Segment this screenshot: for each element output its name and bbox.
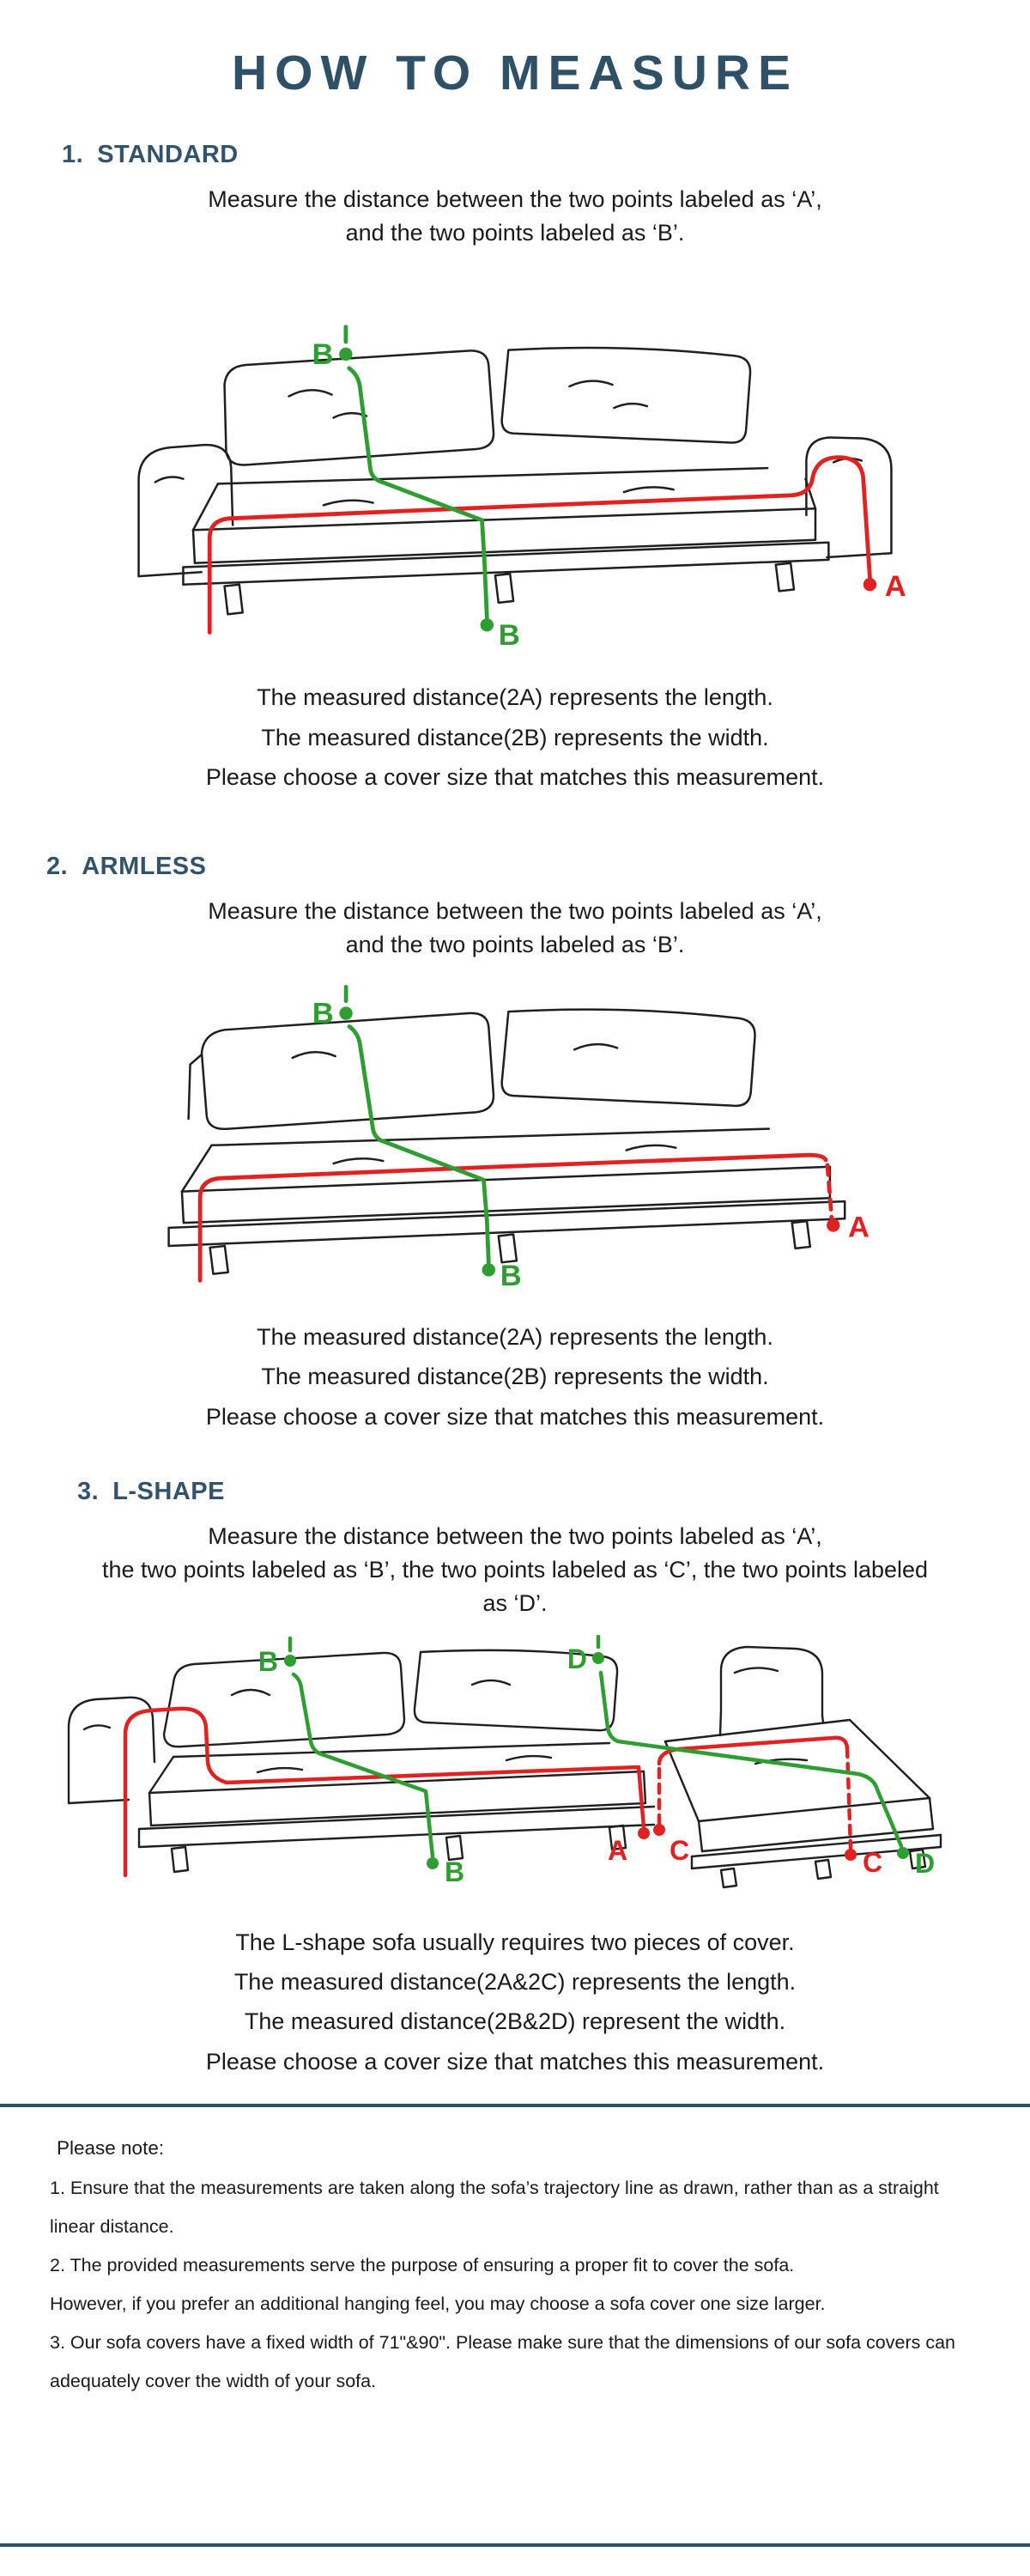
label-a: A: [885, 570, 906, 603]
label-c-start: C: [670, 1835, 689, 1866]
label-b-top: B: [312, 338, 333, 371]
section-armless-number: 2.: [46, 852, 69, 880]
armless-sofa-diagram: A B B: [0, 974, 1030, 1292]
section-armless-intro: Measure the distance between the two poi…: [0, 895, 1030, 962]
note-line: linear distance.: [50, 2215, 174, 2237]
measure-point-b-bottom: [482, 1263, 495, 1277]
measure-point-a: [863, 578, 877, 592]
notes-heading: Please note:: [57, 2137, 165, 2160]
label-b-bottom: B: [445, 1856, 464, 1887]
section-armless-results: The measured distance(2A) represents the…: [0, 1317, 1030, 1437]
section-armless: 2. ARMLESS Measure the distance between …: [0, 853, 1030, 1437]
label-b-top: B: [312, 998, 334, 1030]
result-line: The measured distance(2A) represents the…: [257, 684, 773, 711]
measure-point-d-top: [592, 1651, 604, 1664]
result-line: Please choose a cover size that matches …: [205, 764, 825, 791]
green-measure-line-b: [288, 1636, 435, 1858]
note-line: 2. The provided measurements serve the p…: [50, 2254, 795, 2275]
notes-block: Please note: 1. Ensure that the measurem…: [50, 2128, 1030, 2401]
measure-point-b-top: [339, 1006, 353, 1020]
section-standard-intro: Measure the distance between the two poi…: [0, 183, 1030, 250]
section-lshape-number: 3.: [77, 1478, 100, 1506]
label-a: A: [608, 1835, 627, 1866]
section-lshape-heading: 3. L-SHAPE: [77, 1478, 1030, 1506]
section-standard-results: The measured distance(2A) represents the…: [0, 677, 1030, 797]
label-b-top: B: [258, 1646, 278, 1677]
armless-sofa-illustration: A B B: [167, 984, 869, 1292]
section-standard: 1. STANDARD Measure the distance between…: [0, 141, 1030, 798]
red-measure-line-a: [123, 1706, 646, 1877]
standard-sofa-diagram: A B B: [0, 317, 1030, 652]
section-standard-heading: 1. STANDARD: [62, 141, 1030, 169]
measure-point-a: [638, 1826, 650, 1839]
label-a: A: [848, 1211, 869, 1243]
result-line: The measured distance(2B) represents the…: [261, 1364, 769, 1390]
intro-line: as ‘D’.: [482, 1590, 548, 1617]
lshape-sofa-illustration: A C C B B: [67, 1634, 942, 1888]
label-d-top: D: [567, 1643, 587, 1674]
red-measure-line-c: [657, 1735, 853, 1850]
result-line: The measured distance(2B) represents the…: [261, 724, 769, 750]
result-line: The measured distance(2B&2D) represent t…: [244, 2008, 786, 2035]
green-measure-line-d: [596, 1634, 904, 1848]
result-line: The measured distance(2A) represents the…: [257, 1323, 773, 1350]
section-lshape-results: The L-shape sofa usually requires two pi…: [0, 1923, 1030, 2082]
bottom-divider: [0, 2543, 1030, 2547]
intro-line: Measure the distance between the two poi…: [208, 897, 822, 924]
page-title: HOW TO MEASURE: [231, 46, 799, 100]
result-line: Please choose a cover size that matches …: [205, 2048, 825, 2075]
result-line: The measured distance(2A&2C) represents …: [233, 1969, 797, 1996]
section-armless-title: ARMLESS: [82, 852, 207, 880]
measure-point-b-top: [284, 1654, 296, 1667]
measure-point-b-top: [339, 348, 353, 361]
intro-line: Measure the distance between the two poi…: [208, 186, 822, 212]
section-armless-heading: 2. ARMLESS: [46, 853, 1030, 881]
note-line: adequately cover the width of your sofa.: [50, 2371, 377, 2392]
section-standard-number: 1.: [62, 141, 84, 168]
result-line: Please choose a cover size that matches …: [205, 1403, 825, 1430]
result-line: The L-shape sofa usually requires two pi…: [235, 1929, 795, 1955]
measure-point-b-bottom: [427, 1856, 439, 1869]
measure-point-c-end: [845, 1848, 857, 1861]
green-measure-line: [343, 984, 491, 1265]
measure-point-b-bottom: [480, 618, 494, 632]
measure-point-d-end: [897, 1846, 909, 1859]
section-lshape-intro: Measure the distance between the two poi…: [0, 1520, 1030, 1620]
intro-line: and the two points labeled as ‘B’.: [345, 220, 685, 246]
sofa-outline: [167, 1008, 846, 1275]
section-lshape: 3. L-SHAPE Measure the distance between …: [0, 1478, 1030, 2081]
note-line: 1. Ensure that the measurements are take…: [50, 2177, 939, 2198]
intro-line: the two points labeled as ‘B’, the two p…: [101, 1557, 929, 1583]
label-c-end: C: [863, 1847, 882, 1878]
green-measure-line: [343, 325, 489, 620]
label-b-bottom: B: [500, 1260, 522, 1287]
label-d-end: D: [915, 1848, 935, 1879]
intro-line: Measure the distance between the two poi…: [208, 1523, 822, 1550]
measure-point-a: [827, 1218, 840, 1232]
red-measure-line: [197, 1152, 834, 1283]
measure-point-c-start: [653, 1823, 665, 1836]
note-line: However, if you prefer an additional han…: [50, 2293, 826, 2315]
standard-sofa-illustration: A B B: [137, 325, 906, 652]
notes-top-divider: [0, 2104, 1030, 2108]
sofa-outline: [137, 347, 893, 616]
label-b-bottom: B: [499, 619, 520, 647]
red-measure-line: [207, 455, 872, 635]
intro-line: and the two points labeled as ‘B’.: [345, 931, 685, 957]
lshape-sofa-diagram: A C C B B: [0, 1634, 1030, 1897]
note-line: 3. Our sofa covers have a fixed width of…: [50, 2332, 955, 2354]
section-standard-title: STANDARD: [97, 141, 239, 168]
section-lshape-title: L-SHAPE: [112, 1478, 225, 1506]
